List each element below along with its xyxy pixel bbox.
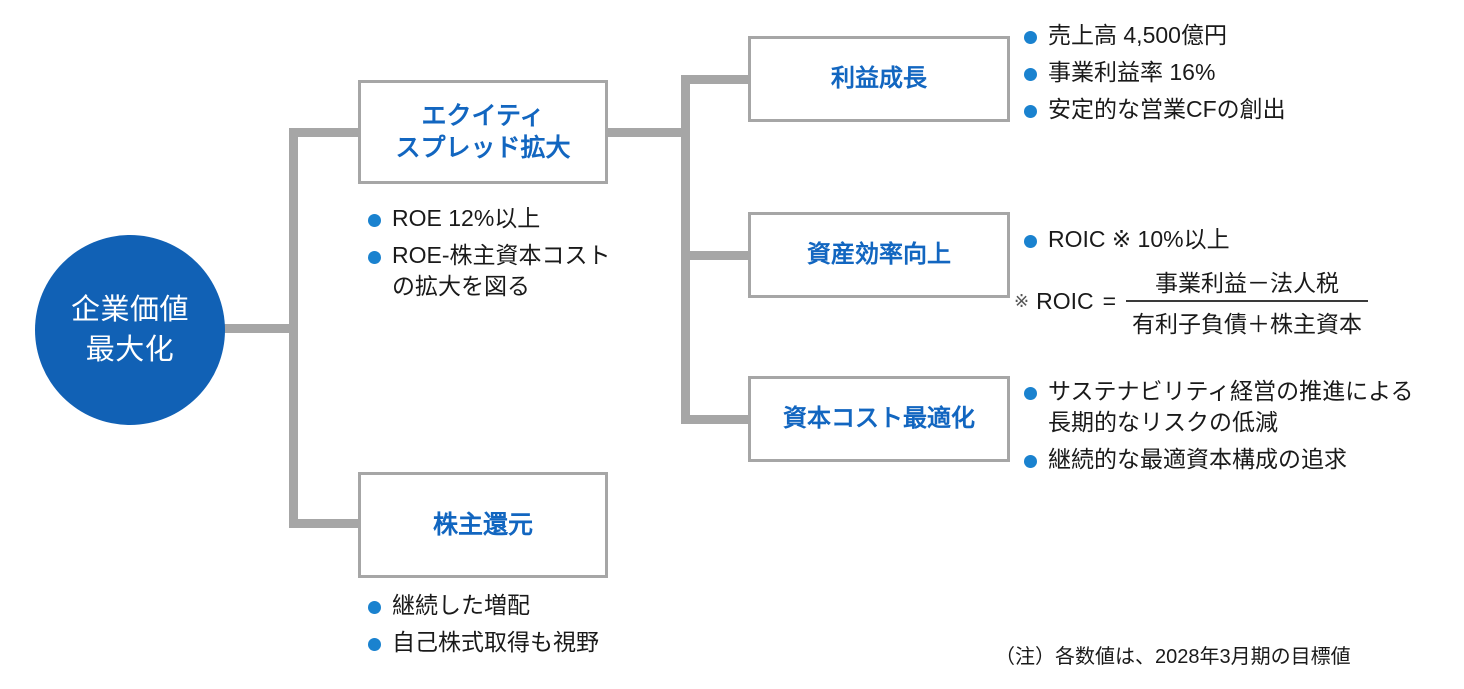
connector-to-cost-box <box>681 415 751 424</box>
roic-formula-denominator: 有利子負債＋株主資本 <box>1132 311 1363 337</box>
list-item: 継続的な最適資本構成の追求 <box>1022 444 1452 475</box>
bullet-list-shareholder-return: 継続した増配 自己株式取得も視野 <box>366 590 636 664</box>
box-asset-efficiency[interactable]: 資産効率向上 <box>748 212 1010 298</box>
list-item: 安定的な営業CFの創出 <box>1022 94 1442 125</box>
box-equity-spread[interactable]: エクイティ スプレッド拡大 <box>358 80 608 184</box>
list-item: 事業利益率 16% <box>1022 57 1442 88</box>
footnote: （注）各数値は、2028年3月期の目標値 <box>995 646 1351 668</box>
bullet-list-profit-growth: 売上高 4,500億円 事業利益率 16% 安定的な営業CFの創出 <box>1022 20 1442 130</box>
roic-formula-numerator: 事業利益－法人税 <box>1126 264 1369 302</box>
list-item: 売上高 4,500億円 <box>1022 20 1442 51</box>
list-item: ROE 12%以上 <box>366 203 636 234</box>
connector-level2-trunk <box>681 75 690 424</box>
roic-formula-lhs: ROIC <box>1036 288 1094 314</box>
list-item: 自己株式取得も視野 <box>366 627 636 658</box>
root-node-enterprise-value[interactable]: 企業価値 最大化 <box>35 235 225 425</box>
box-shareholder-return[interactable]: 株主還元 <box>358 472 608 578</box>
roic-formula-fraction: 事業利益－法人税 有利子負債＋株主資本 <box>1126 264 1369 339</box>
bullet-list-equity-spread: ROE 12%以上 ROE-株主資本コスト の拡大を図る <box>366 203 636 307</box>
roic-formula: ※ ROIC = 事業利益－法人税 有利子負債＋株主資本 <box>1014 264 1369 339</box>
list-item: ROIC ※ 10%以上 <box>1022 224 1442 255</box>
list-item: サステナビリティ経営の推進による 長期的なリスクの低減 <box>1022 376 1452 438</box>
box-capital-cost-label: 資本コスト最適化 <box>783 405 975 433</box>
root-label-line1: 企業価値 <box>70 293 189 326</box>
connector-root-stub <box>222 324 298 333</box>
list-item: 継続した増配 <box>366 590 636 621</box>
box-profit-growth[interactable]: 利益成長 <box>748 36 1010 122</box>
connector-to-equity-box <box>289 128 361 137</box>
box-asset-efficiency-label: 資産効率向上 <box>807 241 951 269</box>
box-shareholder-return-label: 株主還元 <box>432 510 533 539</box>
box-equity-spread-label-line1: エクイティ <box>421 101 545 130</box>
roic-formula-equals: = <box>1102 288 1117 314</box>
bullet-list-asset-efficiency: ROIC ※ 10%以上 <box>1022 224 1442 261</box>
connector-level1-trunk <box>289 128 298 528</box>
bullet-list-capital-cost: サステナビリティ経営の推進による 長期的なリスクの低減 継続的な最適資本構成の追… <box>1022 376 1452 480</box>
root-label-line2: 最大化 <box>85 334 175 366</box>
connector-to-profit-box <box>681 75 751 84</box>
box-equity-spread-label-line2: スプレッド拡大 <box>395 134 571 162</box>
connector-equity-stub <box>605 128 689 137</box>
list-item: ROE-株主資本コスト の拡大を図る <box>366 240 636 302</box>
connector-to-shareholder-box <box>289 519 361 528</box>
box-profit-growth-label: 利益成長 <box>831 65 927 93</box>
box-capital-cost[interactable]: 資本コスト最適化 <box>748 376 1010 462</box>
connector-to-asset-box <box>681 251 751 260</box>
roic-formula-reference-mark: ※ <box>1014 291 1030 311</box>
